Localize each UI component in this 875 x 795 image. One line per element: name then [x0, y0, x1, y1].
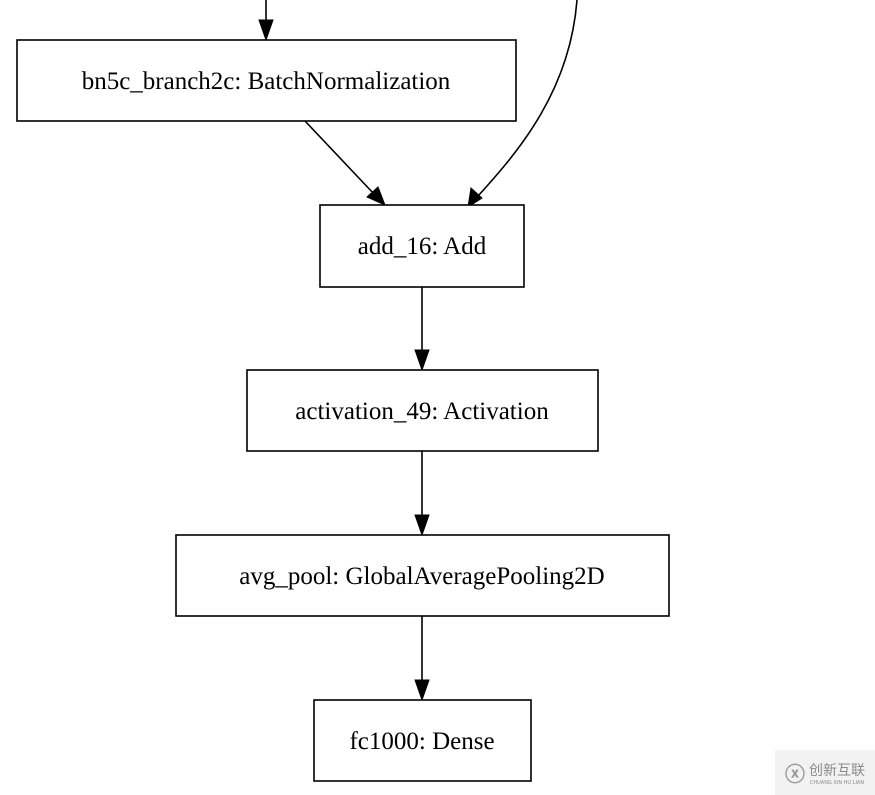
- node-avg-pool: avg_pool: GlobalAveragePooling2D: [175, 534, 670, 617]
- node-label: bn5c_branch2c: BatchNormalization: [82, 68, 451, 95]
- node-label: avg_pool: GlobalAveragePooling2D: [239, 563, 604, 590]
- node-label: fc1000: Dense: [349, 728, 494, 755]
- watermark: ⓧ 创新互联 CHUANG XIN HU LIAN: [775, 750, 875, 795]
- arrowhead: [258, 19, 274, 42]
- node-fc1000: fc1000: Dense: [313, 699, 532, 782]
- watermark-cn: 创新互联: [809, 762, 865, 779]
- edge-bn5c-add: [304, 120, 375, 195]
- watermark-logo-icon: ⓧ: [785, 762, 805, 786]
- watermark-en: CHUANG XIN HU LIAN: [809, 779, 865, 786]
- node-bn5c-branch2c: bn5c_branch2c: BatchNormalization: [16, 39, 517, 122]
- arrowhead: [414, 679, 430, 702]
- arrowhead: [366, 186, 386, 206]
- node-activation-49: activation_49: Activation: [246, 369, 599, 452]
- node-label: add_16: Add: [358, 233, 487, 260]
- arrowhead: [467, 187, 483, 209]
- arrowhead: [414, 349, 430, 372]
- arrowhead: [414, 514, 430, 537]
- node-label: activation_49: Activation: [295, 398, 549, 425]
- edge-skip-add: [477, 0, 578, 197]
- node-add-16: add_16: Add: [319, 204, 525, 288]
